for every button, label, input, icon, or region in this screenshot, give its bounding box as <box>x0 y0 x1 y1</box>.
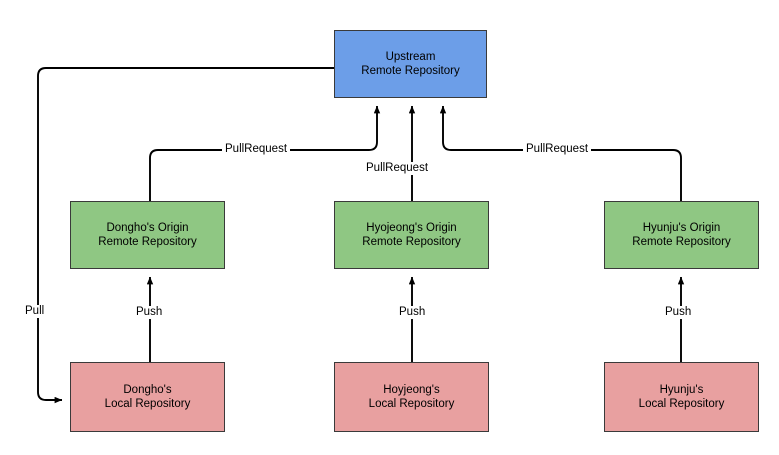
node-origin-hyojeong-line1: Hyojeong's Origin <box>366 222 457 234</box>
node-origin-hyunju-line2: Remote Repository <box>632 236 731 248</box>
node-local-hyunju[interactable]: Hyunju's Local Repository <box>604 362 759 432</box>
node-upstream-line1: Upstream <box>385 51 436 63</box>
node-upstream-line2: Remote Repository <box>361 65 460 77</box>
node-origin-hyunju-line1: Hyunju's Origin <box>642 222 721 234</box>
node-upstream[interactable]: Upstream Remote Repository <box>334 30 487 98</box>
node-origin-dongho-line1: Dongho's Origin <box>106 222 189 234</box>
node-local-hoyjeong[interactable]: Hoyjeong's Local Repository <box>334 362 489 432</box>
node-local-hoyjeong-line2: Local Repository <box>368 398 455 410</box>
node-origin-dongho-line2: Remote Repository <box>98 236 197 248</box>
node-local-hyunju-line2: Local Repository <box>638 398 725 410</box>
edge-label-push-hoyjeong: Push <box>396 306 429 319</box>
edge-label-pullrequest-hyunju: PullRequest <box>523 143 592 156</box>
edge-label-push-dongho: Push <box>133 306 166 319</box>
node-origin-dongho[interactable]: Dongho's Origin Remote Repository <box>70 201 225 269</box>
edge-pull-upstream-to-dongho-local <box>37 67 334 404</box>
node-local-hyunju-line1: Hyunju's <box>659 384 704 396</box>
node-local-dongho-line1: Dongho's <box>123 384 172 396</box>
edge-label-push-hyunju: Push <box>662 306 695 319</box>
edge-label-pullrequest-dongho: PullRequest <box>222 143 291 156</box>
edge-label-pullrequest-hyojeong: PullRequest <box>363 162 432 175</box>
node-origin-hyunju[interactable]: Hyunju's Origin Remote Repository <box>604 201 759 269</box>
node-local-dongho-line2: Local Repository <box>104 398 191 410</box>
node-local-dongho[interactable]: Dongho's Local Repository <box>70 362 225 432</box>
node-origin-hyojeong-line2: Remote Repository <box>362 236 461 248</box>
edge-label-pull: Pull <box>22 305 48 318</box>
node-local-hoyjeong-line1: Hoyjeong's <box>383 384 440 396</box>
node-origin-hyojeong[interactable]: Hyojeong's Origin Remote Repository <box>334 201 489 269</box>
